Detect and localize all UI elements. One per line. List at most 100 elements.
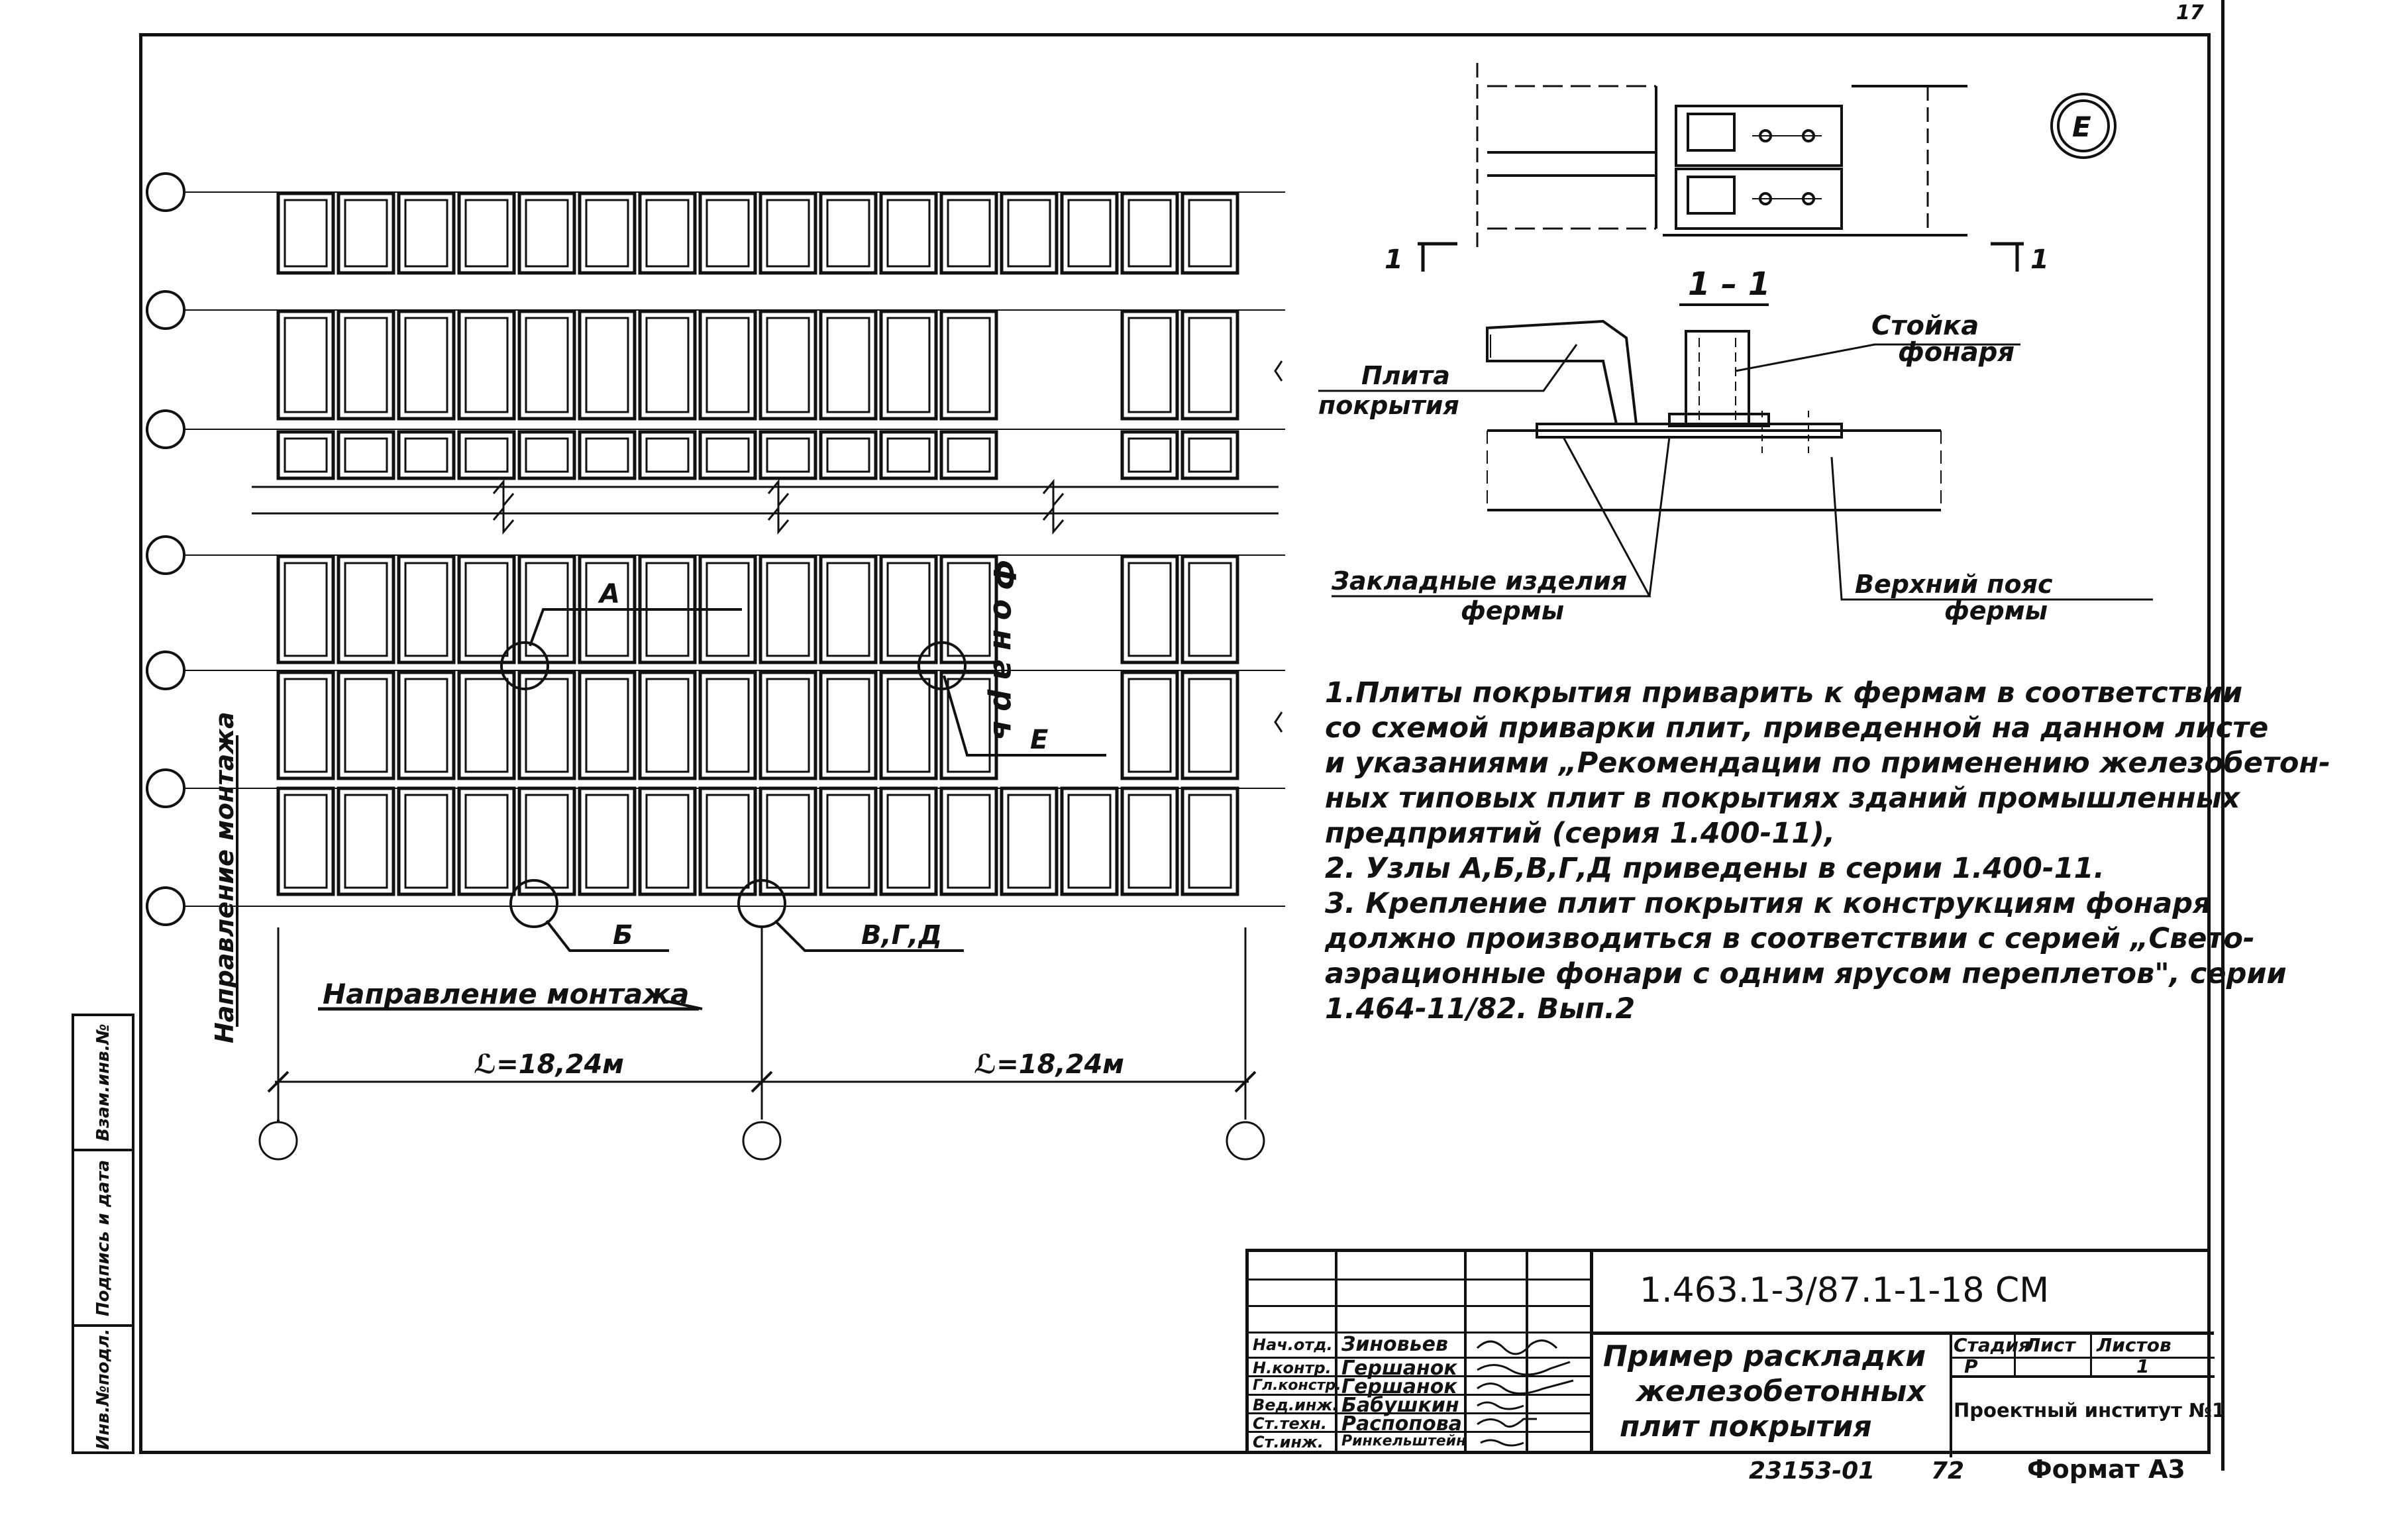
embed-label-1: Закладные изделия (1331, 566, 1627, 596)
montage-vertical-label: Направление монтажа (210, 711, 239, 1043)
chord-label-2: фермы (1944, 596, 2048, 625)
roof-slab (939, 191, 998, 275)
axis-left-marker (146, 768, 185, 808)
roof-slab (276, 191, 335, 275)
strip-label-signature: Подпись и дата (93, 1159, 113, 1316)
roof-slab (276, 554, 335, 664)
roof-slab (1180, 786, 1239, 896)
roof-slab (819, 786, 878, 896)
roof-slab (939, 554, 998, 664)
leader-chord (1830, 456, 2153, 601)
roof-slab (337, 191, 395, 275)
roof-slab (698, 670, 757, 780)
title-block: Нач.отд. Зиновьев Н.контр. Гершанок Гл.к… (1245, 1249, 2225, 1457)
roof-slab (337, 786, 395, 896)
institute-name: Проектный институт №1 (1954, 1399, 2226, 1422)
roof-slab (1180, 430, 1239, 480)
leader-e (943, 675, 1106, 757)
roof-slab (759, 191, 817, 275)
roof-slab (638, 191, 697, 275)
roof-slab (698, 430, 757, 480)
roof-slab (939, 309, 998, 421)
drawing-frame (139, 33, 2211, 1454)
sig-name: Гершанок (1341, 1375, 1457, 1398)
sig-role: Ст.инж. (1253, 1433, 1324, 1451)
roof-slab (638, 309, 697, 421)
node-label-e-plan: Е (1030, 725, 1048, 755)
roof-slab (578, 670, 637, 780)
roof-slab (517, 309, 576, 421)
roof-slab (759, 309, 817, 421)
roof-slab (276, 670, 335, 780)
strip-cell-exchange: Взам.инв.№ (74, 1016, 132, 1149)
sig-name: Ринкельштейн (1341, 1433, 1467, 1449)
roof-slab (457, 191, 516, 275)
roof-slab (698, 786, 757, 896)
axis-left-marker (146, 886, 185, 926)
leader-a (529, 608, 742, 647)
roof-slab (879, 191, 938, 275)
slab-label-1: Плита (1361, 361, 1450, 390)
roof-slab (879, 670, 938, 780)
roof-slab (397, 554, 456, 664)
roof-slab (1060, 786, 1119, 896)
detail-callout-letter: Е (2072, 111, 2091, 143)
section-slab (1486, 319, 1638, 425)
roof-slab (578, 191, 637, 275)
chord-label-1: Верхний пояс (1855, 570, 2053, 599)
post-label-2: фонаря (1898, 337, 2015, 368)
stage-value: Р (1964, 1355, 1978, 1377)
stage-header: Стадия (1954, 1334, 2030, 1356)
strip-cell-signature: Подпись и дата (74, 1149, 132, 1324)
note-line: и указаниями „Рекомендации по применению… (1325, 747, 2330, 780)
roof-slab (819, 430, 878, 480)
roof-slab (337, 430, 395, 480)
roof-slab (939, 670, 998, 780)
roof-slab (397, 430, 456, 480)
roof-slab (759, 786, 817, 896)
corner-sheet-mark: 17 (2176, 1, 2204, 25)
roof-slab (337, 309, 395, 421)
roof-slab (638, 786, 697, 896)
roof-slab (276, 430, 335, 480)
sig-role: Гл.констр. (1253, 1377, 1341, 1394)
detail-callout-circle (2050, 93, 2117, 159)
strip-cell-inventory: Инв.№подл. (74, 1324, 132, 1451)
roof-slab (819, 554, 878, 664)
roof-slab (1180, 191, 1239, 275)
roof-slab (397, 670, 456, 780)
roof-slab (1120, 786, 1179, 896)
note-line: аэрационные фонари с одним ярусом перепл… (1325, 957, 2287, 990)
sig-role: Вед.инж. (1253, 1396, 1339, 1414)
sig-name: Гершанок (1341, 1357, 1457, 1380)
detail-e-plan (1418, 63, 2117, 272)
axis-left-marker (146, 651, 185, 690)
node-a-circle (500, 641, 549, 690)
sig-name: Бабушкин (1341, 1394, 1459, 1417)
title-line-2: железобетонных (1636, 1375, 1926, 1408)
roof-slab (879, 430, 938, 480)
note-line: 1.Плиты покрытия приварить к фермам в со… (1325, 676, 2243, 709)
roof-slab (397, 191, 456, 275)
roof-slab (276, 309, 335, 421)
roof-slab (879, 554, 938, 664)
section-mark-right: 1 (2030, 244, 2049, 275)
node-e-circle (917, 641, 967, 690)
roof-slab (517, 786, 576, 896)
sig-name: Зиновьев (1341, 1333, 1448, 1356)
roof-slab (1000, 786, 1059, 896)
roof-slab (337, 670, 395, 780)
slab-label-2: покрытия (1318, 391, 1459, 420)
node-vgd-circle (737, 879, 786, 928)
node-label-a: А (598, 579, 620, 609)
sheets-value: 1 (2136, 1355, 2150, 1377)
axis-left-marker (146, 290, 185, 330)
node-label-b: Б (613, 920, 633, 951)
axis-left-marker (146, 535, 185, 575)
roof-slab (939, 786, 998, 896)
note-line: 2. Узлы А,Б,В,Г,Д приведены в серии 1.40… (1325, 852, 2105, 885)
section-1-1 (1318, 303, 2153, 601)
roof-slab (1000, 191, 1059, 275)
roof-slab (397, 786, 456, 896)
